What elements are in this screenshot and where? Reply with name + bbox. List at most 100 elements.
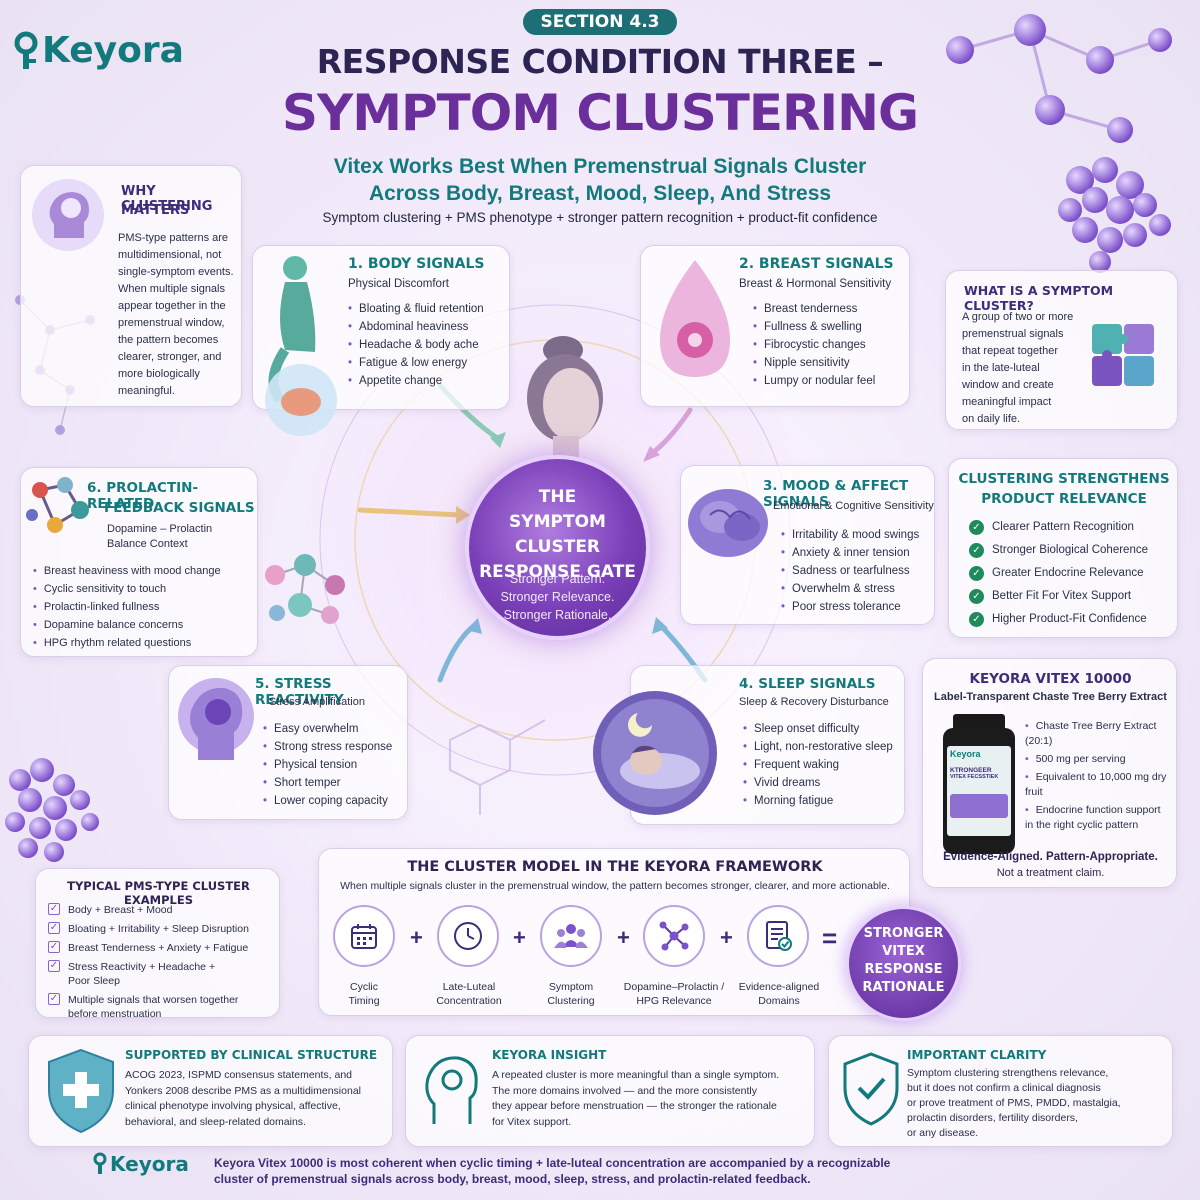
model-desc: When multiple signals cluster in the pre…	[340, 880, 890, 892]
medical-shield-icon	[48, 1048, 114, 1134]
clinical-title: SUPPORTED BY CLINICAL STRUCTURE	[125, 1048, 378, 1062]
product-list: Chaste Tree Berry Extract (20:1)500 mg p…	[1025, 719, 1170, 833]
footer-brand: Keyora	[110, 1152, 189, 1176]
stress-card: 5. STRESS REACTIVITY Stress Amplificatio…	[168, 665, 408, 820]
stress-subtitle: Stress Amplification	[269, 696, 365, 708]
why-title2: MATTERS	[121, 203, 190, 218]
insight-text: A repeated cluster is more meaningful th…	[492, 1069, 780, 1128]
cluster-definition-card: WHAT IS A SYMPTOM CLUSTER? A group of tw…	[945, 270, 1178, 430]
product-bottle: Keyora KTRONGEER VITEX FECSSTIEK	[935, 714, 1023, 854]
checkbox-icon: ✓	[48, 993, 60, 1005]
step-label-4: Dopamine–Prolactin /HPG Relevance	[623, 981, 725, 1007]
breast-tissue-icon	[660, 260, 730, 377]
brand-name: Keyora	[42, 30, 184, 71]
examples-card: TYPICAL PMS-TYPE CLUSTER EXAMPLES ✓Body …	[35, 868, 280, 1020]
hormone-cluster-icon	[265, 554, 345, 624]
result-orb	[846, 906, 961, 1021]
network-icon	[643, 905, 705, 967]
response-gate	[465, 455, 650, 640]
sleep-list: Sleep onset difficultyLight, non-restora…	[743, 720, 893, 810]
mood-subtitle: Emotional & Cognitive Sensitivity	[773, 500, 934, 512]
plus-sign: +	[410, 925, 423, 950]
clinical-text: ACOG 2023, ISPMD consensus statements, a…	[125, 1069, 361, 1128]
gate-subtitle: Stronger Pattern.Stronger Relevance.Stro…	[500, 572, 615, 622]
clarity-text: Symptom clustering strengthens relevance…	[907, 1067, 1121, 1139]
subtitle-line2: Across Body, Breast, Mood, Sleep, And St…	[368, 182, 832, 205]
brand-logo: Keyora	[12, 30, 184, 71]
plus-sign: +	[720, 925, 733, 950]
head-gear-icon	[425, 1056, 478, 1124]
product-footer2: Not a treatment claim.	[996, 867, 1105, 879]
bottle-text2: VITEX FECSSTIEK	[950, 774, 999, 780]
clarity-card: IMPORTANT CLARITY Symptom clustering str…	[828, 1035, 1173, 1147]
why-card: WHY CLUSTERING MATTERS PMS-type patterns…	[20, 165, 242, 407]
checkbox-icon: ✓	[48, 903, 60, 915]
check-icon: ✓	[969, 612, 984, 627]
product-card: KEYORA VITEX 10000 Label-Transparent Cha…	[922, 658, 1177, 888]
product-subtitle: Label-Transparent Chaste Tree Berry Extr…	[934, 691, 1167, 703]
body-title: 1. BODY SIGNALS	[348, 256, 485, 272]
strength-card: CLUSTERING STRENGTHENS PRODUCT RELEVANCE…	[948, 458, 1178, 638]
strength-title1: CLUSTERING STRENGTHENS	[958, 471, 1170, 487]
sleep-subtitle: Sleep & Recovery Disturbance	[739, 696, 889, 708]
plus-sign: +	[617, 925, 630, 950]
stress-head-icon	[178, 678, 254, 760]
check-icon: ✓	[969, 520, 984, 535]
product-title: KEYORA VITEX 10000	[969, 671, 1132, 687]
people-group-icon	[540, 905, 602, 967]
footer-logo: Keyora	[92, 1152, 189, 1176]
puzzle-icon	[1092, 324, 1154, 386]
check-icon: ✓	[969, 589, 984, 604]
section-badge: SECTION 4.3	[523, 9, 677, 35]
checkbox-icon: ✓	[48, 960, 60, 972]
breast-subtitle: Breast & Hormonal Sensitivity	[739, 278, 892, 290]
plus-sign: +	[513, 925, 526, 950]
check-icon: ✓	[969, 566, 984, 581]
tagline: Symptom clustering + PMS phenotype + str…	[322, 210, 878, 225]
sleeping-woman-icon	[593, 691, 717, 815]
strength-list: ✓Clearer Pattern Recognition ✓Stronger B…	[969, 516, 1148, 631]
shield-check-icon	[843, 1052, 899, 1126]
why-title1: WHY CLUSTERING	[121, 184, 213, 214]
prolactin-title2: FEEDBACK SIGNALS	[104, 500, 255, 516]
insight-title: KEYORA INSIGHT	[492, 1048, 607, 1062]
model-title: THE CLUSTER MODEL IN THE KEYORA FRAMEWOR…	[407, 859, 823, 875]
examples-list: ✓Body + Breast + Mood ✓Bloating + Irrita…	[48, 903, 249, 1020]
body-list: Bloating & fluid retentionAbdominal heav…	[348, 300, 484, 390]
sleep-title: 4. SLEEP SIGNALS	[739, 676, 876, 692]
prolactin-sub1: Dopamine – Prolactin	[107, 523, 213, 535]
key-icon	[93, 1152, 107, 1174]
prolactin-sub2: Balance Context	[107, 538, 188, 550]
subtitle-line1: Vitex Works Best When Premenstrual Signa…	[333, 155, 867, 178]
cluster-model-card: THE CLUSTER MODEL IN THE KEYORA FRAMEWOR…	[318, 848, 910, 1016]
bottle-text1: KTRONGEER	[950, 767, 992, 774]
clarity-title: IMPORTANT CLARITY	[907, 1048, 1047, 1062]
prolactin-card: 6. PROLACTIN-RELATED FEEDBACK SIGNALS Do…	[20, 467, 258, 657]
equals-sign: =	[822, 923, 838, 953]
checkbox-icon: ✓	[48, 922, 60, 934]
breast-list: Breast tendernessFullness & swellingFibr…	[753, 300, 875, 390]
cluster-def-title: WHAT IS A SYMPTOM CLUSTER?	[964, 283, 1114, 313]
check-icon: ✓	[969, 543, 984, 558]
breast-title: 2. BREAST SIGNALS	[739, 256, 894, 272]
prolactin-list: Breast heaviness with mood changeCyclic …	[33, 562, 221, 652]
clock-icon	[437, 905, 499, 967]
molecule-icon	[26, 477, 89, 533]
footer-text: Keyora Vitex 10000 is most coherent when…	[214, 1156, 891, 1186]
stress-title: 5. STRESS REACTIVITY	[255, 676, 344, 708]
body-subtitle: Physical Discomfort	[348, 278, 449, 290]
mood-title: 3. MOOD & AFFECT SIGNALS	[763, 478, 909, 510]
document-check-icon	[747, 905, 809, 967]
title-line1: RESPONSE CONDITION THREE –	[316, 42, 884, 81]
stress-list: Easy overwhelmStrong stress responsePhys…	[263, 720, 392, 810]
bottle-brand: Keyora	[950, 749, 981, 759]
examples-title: TYPICAL PMS-TYPE CLUSTER EXAMPLES	[67, 879, 250, 907]
checkbox-icon: ✓	[48, 941, 60, 953]
